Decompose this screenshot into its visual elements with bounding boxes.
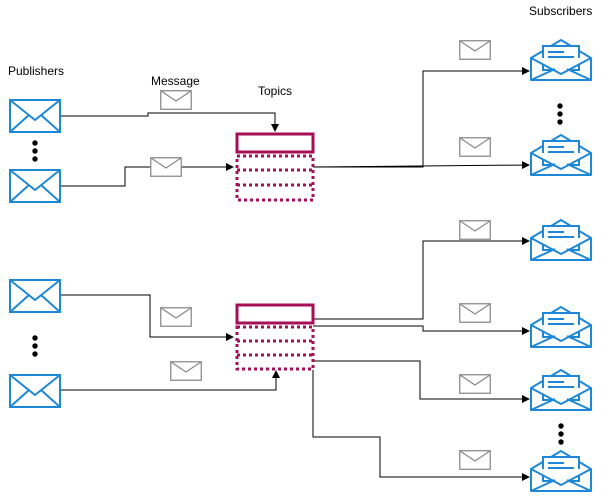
publisher-envelope-icon-1 [9, 99, 61, 133]
subscriber-open-envelope-icon-4 [530, 306, 592, 348]
connector-pub1-topic1 [61, 112, 279, 132]
message-label: Message [151, 74, 200, 88]
topic-queue-1 [235, 132, 315, 202]
publisher-envelope-icon-4 [9, 374, 61, 408]
message-icon [459, 40, 491, 60]
connector-topic2-sub3 [313, 237, 530, 320]
subscribers-label: Subscribers [529, 4, 593, 18]
connectors [61, 67, 530, 481]
subscriber-open-envelope-icon-2 [530, 134, 592, 176]
publisher-envelope-icon-2 [9, 169, 61, 203]
message-icon [160, 307, 192, 327]
message-icon [150, 157, 182, 177]
connector-topic2-sub4 [313, 325, 530, 335]
message-icon [170, 361, 202, 381]
connector-pub2-topic1 [61, 163, 234, 187]
vertical-ellipsis-icon [32, 140, 38, 162]
subscribers [530, 39, 592, 492]
topic-queue-2 [235, 303, 315, 371]
subscriber-open-envelope-icon-6 [530, 450, 592, 492]
message-icon [459, 374, 491, 394]
subscriber-open-envelope-icon-3 [530, 219, 592, 261]
connector-topic1-sub1 [313, 67, 530, 168]
publishers [9, 99, 61, 408]
connector-pub3-topic2 [61, 294, 234, 341]
message-icon [459, 450, 491, 470]
vertical-ellipsis-icon [558, 423, 564, 445]
publisher-envelope-icon-3 [9, 279, 61, 313]
publishers-label: Publishers [8, 64, 65, 78]
topics-label: Topics [258, 84, 293, 98]
message-icon [459, 303, 491, 323]
connector-pub4-topic2 [61, 370, 280, 391]
messages [150, 40, 491, 470]
connector-topic2-sub5 [313, 360, 530, 403]
connector-topic2-sub6 [312, 370, 530, 481]
message-icon [459, 137, 491, 157]
message-icon [160, 90, 192, 110]
connector-topic1-sub2 [312, 161, 530, 170]
subscriber-open-envelope-icon-5 [530, 369, 592, 411]
vertical-ellipsis-icon [32, 335, 38, 357]
message-icon [459, 220, 491, 240]
vertical-ellipsis-icon [557, 103, 563, 125]
subscriber-open-envelope-icon-1 [530, 39, 592, 81]
